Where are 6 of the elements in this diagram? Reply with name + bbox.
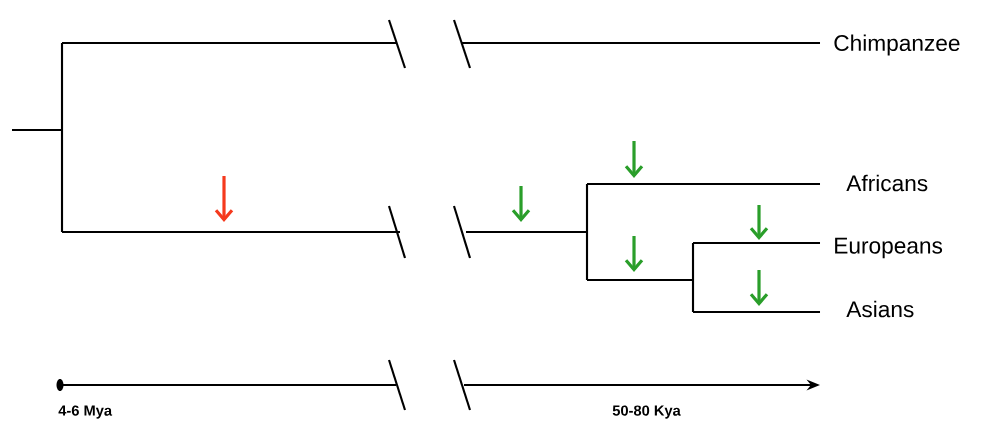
taxon-label: Europeans	[835, 237, 943, 259]
time-label: 4-6 Mya	[58, 405, 113, 419]
taxon-label: Africans	[846, 174, 928, 192]
taxon-label: Asians	[846, 300, 914, 318]
time-label: 50-80 Kya	[612, 405, 681, 419]
taxon-label: Chimpanzee	[834, 34, 960, 56]
